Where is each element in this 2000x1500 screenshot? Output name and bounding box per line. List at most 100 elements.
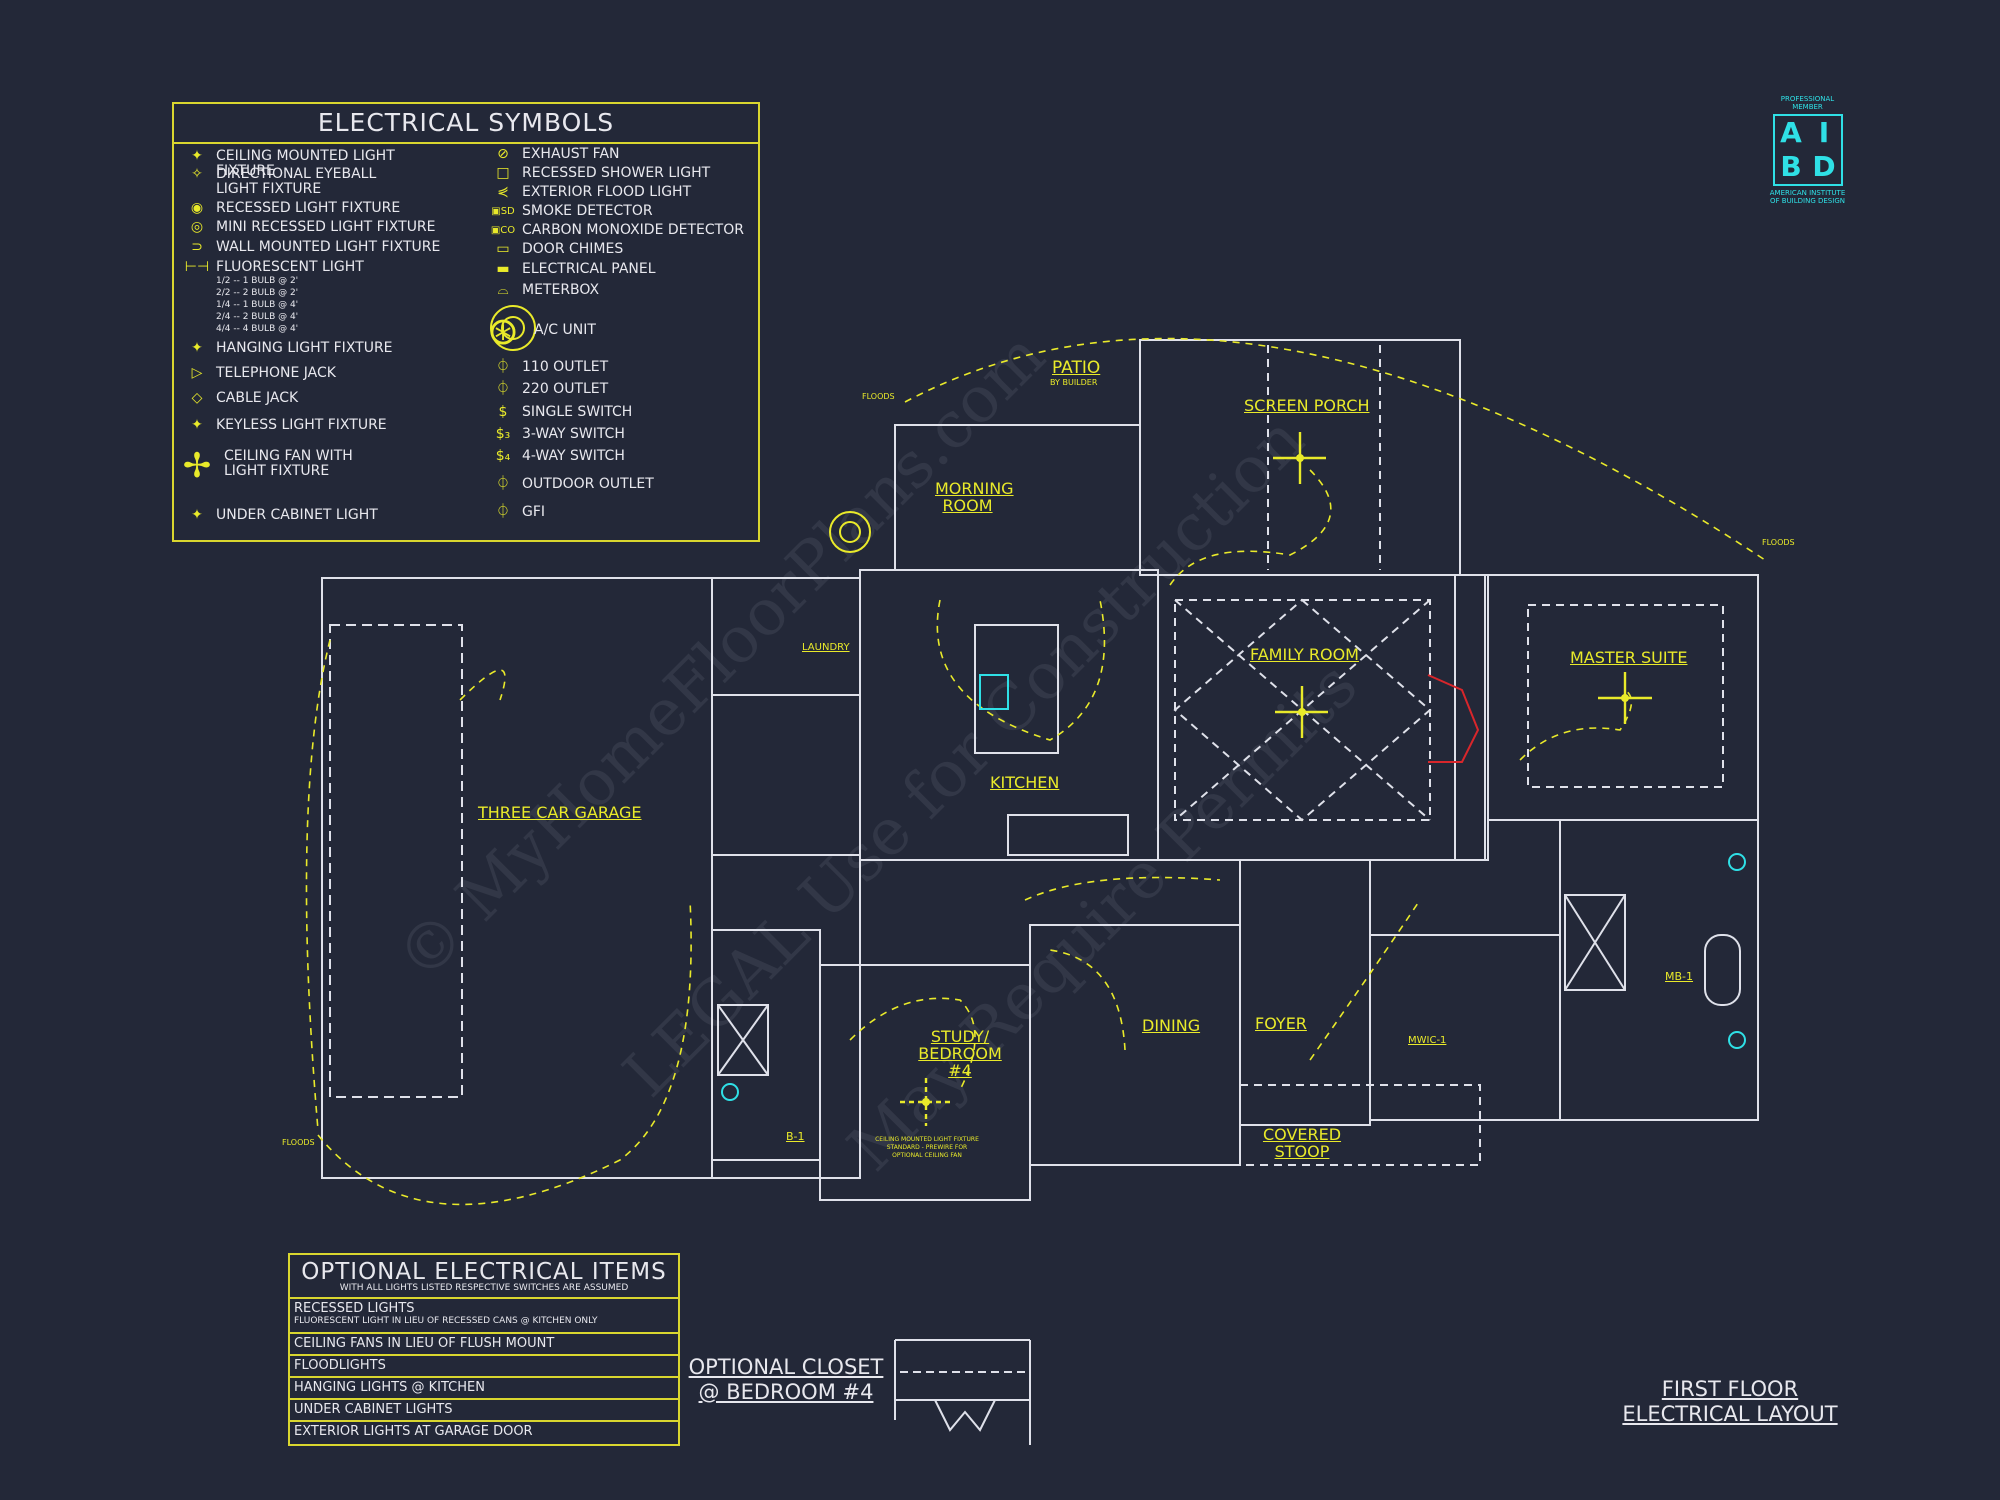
outlet-220-icon: ⏀ [496,381,510,397]
meterbox-icon: ⌓ [497,282,509,298]
legend-item-flood-light: ⋞ EXTERIOR FLOOD LIGHT [484,185,691,200]
three-way-switch-icon: $₃ [495,426,511,442]
electrical-panel-icon: ▬ [496,261,510,277]
legend-title: ELECTRICAL SYMBOLS [317,108,615,137]
flood-light-icon: ⋞ [497,184,509,200]
legend-item-shower-light: □ RECESSED SHOWER LIGHT [484,166,710,181]
plan-circuits [305,337,1766,1206]
legend-item-ac-unit: ⊛ A/C UNIT [484,311,596,351]
legend-item-four-way-switch: $₄ 4-WAY SWITCH [484,449,625,464]
legend-item-fluorescent-light: ⊢⊣ FLUORESCENT LIGHT 1/2 -- 1 BULB @ 2' … [178,260,364,335]
ac-unit-icon: ⊛ [487,309,519,353]
legend-item-outlet-220: ⏀ 220 OUTLET [484,382,608,397]
mini-recessed-light-icon: ◎ [190,219,204,235]
aibd-bottom-text: AMERICAN INSTITUTE OF BUILDING DESIGN [1769,189,1846,205]
ceiling-fan-prewire-note: CEILING MOUNTED LIGHT FIXTURE STANDARD -… [875,1136,979,1159]
floods-label-rear: FLOODS [862,392,895,401]
ceiling-fan-icons [900,432,1652,1126]
exhaust-fan-icon: ⊘ [497,146,509,162]
room-label-study: STUDY/ BEDROOM #4 [918,1027,1002,1080]
accent-fixtures [721,674,1746,1101]
optional-item-row: FLOODLIGHTS [290,1354,678,1376]
wall-light-icon: ⊃ [191,239,203,255]
legend-item-hanging-light: ✦ HANGING LIGHT FIXTURE [178,340,392,356]
room-label-family-room: FAMILY ROOM [1250,645,1359,664]
legend-item-ceiling-fan: ✢ CEILING FAN WITH LIGHT FIXTURE [178,446,354,486]
legend-item-co-detector: ▣CO CARBON MONOXIDE DETECTOR [484,223,744,238]
ceiling-light-icon: ✦ [191,148,203,164]
fluorescent-light-icon: ⊢⊣ [184,259,210,275]
shower-light-icon: □ [496,165,510,181]
legend-item-outdoor-outlet: ⏀ OUTDOOR OUTLET [484,477,654,492]
optional-table-title: OPTIONAL ELECTRICAL ITEMS [301,1259,667,1285]
keyless-light-icon: ✦ [191,417,203,433]
legend-item-mini-recessed-light: ◎ MINI RECESSED LIGHT FIXTURE [178,220,436,235]
fireplace [1427,674,1480,763]
legend-item-wall-light: ⊃ WALL MOUNTED LIGHT FIXTURE [178,240,440,255]
legend-item-ceiling-light: ✦ CEILING MOUNTED LIGHT FIXTURE [178,149,446,179]
room-label-dining: DINING [1142,1016,1201,1035]
floods-label-garage: FLOODS [282,1138,315,1147]
legend-item-single-switch: $ SINGLE SWITCH [484,404,633,420]
optional-item-row: HANGING LIGHTS @ KITCHEN [290,1376,678,1398]
outlet-110-icon: ⏀ [496,359,510,375]
aibd-letter-a: A [1780,116,1802,149]
under-cabinet-light-icon: ✦ [191,507,203,523]
smoke-detector-icon: ▣SD [491,206,515,217]
legend-item-keyless-light: ✦ KEYLESS LIGHT FIXTURE [178,418,387,433]
optional-item-row: CEILING FANS IN LIEU OF FLUSH MOUNT [290,1332,678,1354]
legend-item-cable-jack: ◇ CABLE JACK [178,390,299,406]
ceiling-fan-icon: ✢ [182,446,212,486]
outdoor-outlet-icon: ⏀ [496,476,510,492]
aibd-letter-i: I [1818,116,1830,149]
legend-item-gfi: ⏀ GFI [484,505,545,520]
room-label-master-suite: MASTER SUITE [1570,648,1688,667]
eyeball-light-icon: ✧ [191,166,203,182]
room-label-patio: PATIO [1052,358,1101,378]
optional-item-row: RECESSED LIGHTS FLUORESCENT LIGHT IN LIE… [290,1297,678,1332]
legend-item-smoke-detector: ▣SD SMOKE DETECTOR [484,204,652,219]
single-switch-icon: $ [498,404,508,420]
legend-item-exhaust-fan: ⊘ EXHAUST FAN [484,146,619,162]
room-label-screen-porch: SCREEN PORCH [1244,396,1370,415]
cable-jack-icon: ◇ [191,390,203,406]
legend-item-telephone-jack: ▷ TELEPHONE JACK [178,366,336,381]
legend-item-door-chimes: ▭ DOOR CHIMES [484,242,623,257]
room-label-foyer: FOYER [1255,1014,1307,1033]
ac-unit-graphic [490,305,871,553]
sheet-title: FIRST FLOOR ELECTRICAL LAYOUT [1622,1377,1838,1426]
room-label-morning-room: MORNING ROOM [935,479,1014,515]
aibd-logo: PROFESSIONAL MEMBER A I B D AMERICAN INS… [1765,95,1850,205]
telephone-jack-icon: ▷ [191,365,203,381]
electrical-symbols-legend: ELECTRICAL SYMBOLS ✦ CEILING MOUNTED LIG… [172,102,760,542]
legend-item-eyeball-light: ✧ DIRECTIONAL EYEBALL LIGHT FIXTURE [178,167,391,197]
optional-table-subtitle: WITH ALL LIGHTS LISTED RESPECTIVE SWITCH… [339,1283,629,1293]
aibd-letter-b: B [1780,150,1802,183]
co-detector-icon: ▣CO [490,225,516,236]
floods-label-right: FLOODS [1762,538,1795,547]
aibd-top-text: PROFESSIONAL MEMBER [1780,95,1835,111]
four-way-switch-icon: $₄ [495,448,511,464]
legend-item-three-way-switch: $₃ 3-WAY SWITCH [484,427,625,442]
aibd-mark: A I B D [1772,114,1843,186]
plan-fixtures [922,454,1629,1106]
optional-item-row: UNDER CABINET LIGHTS [290,1398,678,1420]
optional-electrical-items-table: OPTIONAL ELECTRICAL ITEMS WITH ALL LIGHT… [288,1253,680,1446]
hanging-light-icon: ✦ [191,340,203,356]
aibd-letter-d: D [1812,150,1836,183]
legend-divider [174,142,758,144]
legend-item-electrical-panel: ▬ ELECTRICAL PANEL [484,261,655,277]
legend-item-meterbox: ⌓ METERBOX [484,283,599,298]
door-chime-icon: ▭ [496,241,510,257]
room-label-mwic: MWIC-1 [1408,1035,1447,1046]
room-label-b1: B-1 [786,1130,805,1143]
recessed-light-icon: ◉ [190,200,204,216]
gfi-icon: ⏀ [496,504,510,520]
legend-item-recessed-light: ◉ RECESSED LIGHT FIXTURE [178,201,400,216]
optional-closet-caption: OPTIONAL CLOSET @ BEDROOM #4 [688,1355,884,1404]
room-label-laundry: LAUNDRY [802,642,850,653]
legend-item-under-cabinet-light: ✦ UNDER CABINET LIGHT [178,508,378,523]
room-label-patio-note: BY BUILDER [1050,378,1098,387]
room-label-covered-stoop: COVERED STOOP [1262,1125,1342,1161]
room-label-mb1: MB-1 [1665,970,1694,983]
